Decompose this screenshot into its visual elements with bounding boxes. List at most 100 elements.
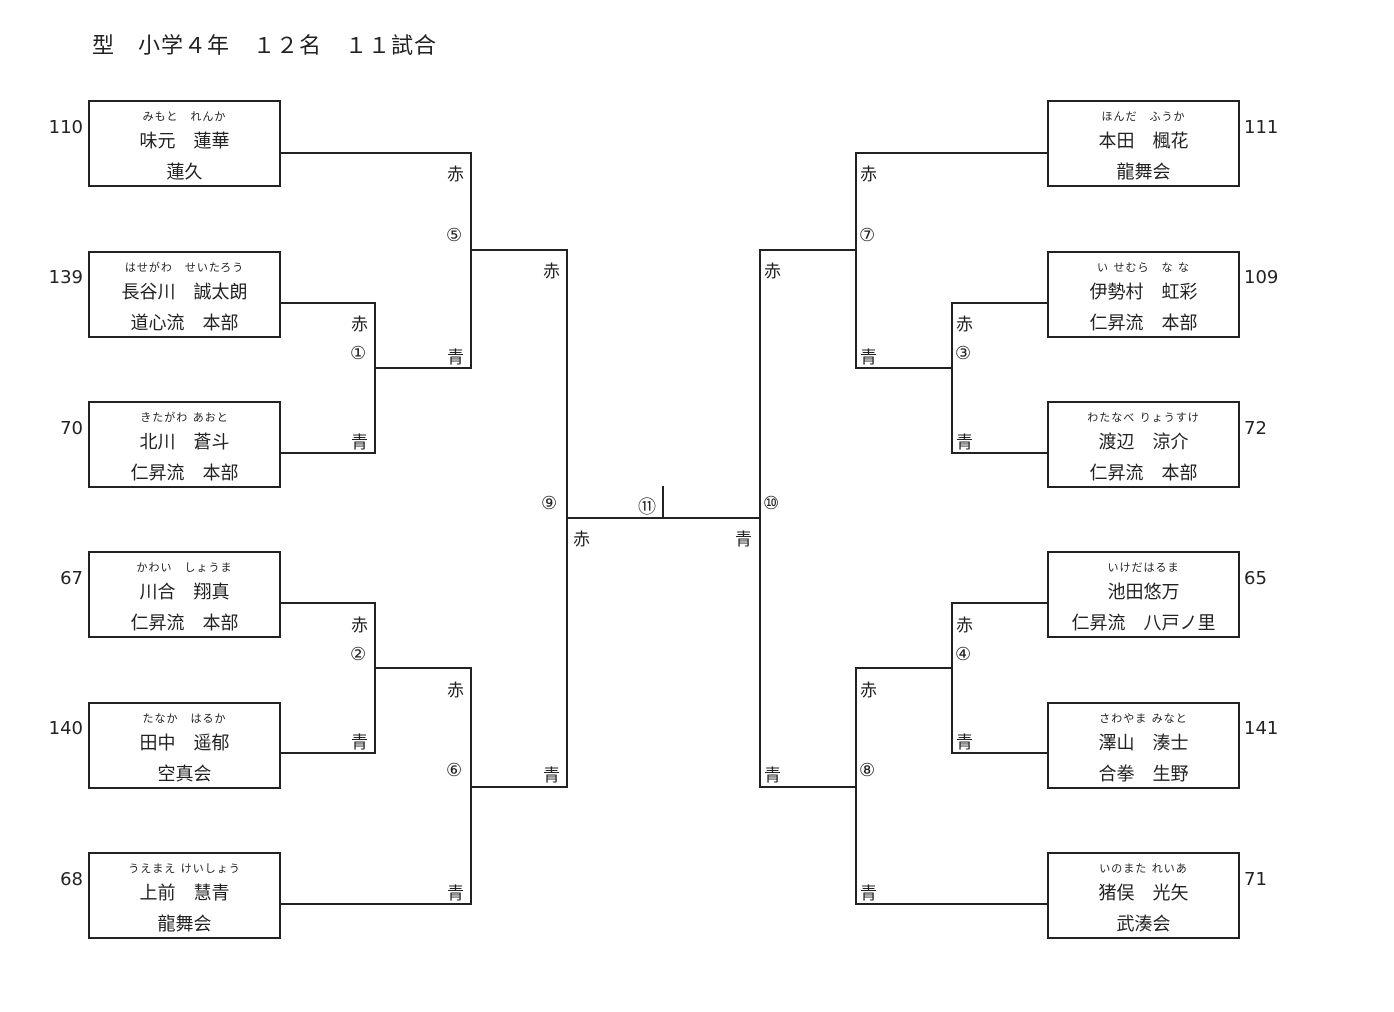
competitor-box-right-3[interactable]: わたなべ りょうすけ 渡辺 涼介 仁昇流 本部 [1047,401,1240,488]
club-name: 仁昇流 本部 [1089,463,1198,484]
blue-label: 青 [351,433,368,453]
red-label: 赤 [956,616,973,636]
red-label: 赤 [447,165,464,185]
match-number-2: ② [350,644,367,665]
furigana: ほんだ ふうか [1101,110,1186,123]
blue-label: 青 [956,733,973,753]
club-name: 道心流 本部 [130,313,239,334]
red-label: 赤 [447,681,464,701]
red-label: 赤 [860,681,877,701]
bracket-line [951,302,1047,304]
bracket-line [855,152,857,369]
competitor-name: 本田 楓花 [1098,131,1189,152]
furigana: い せむら な な [1097,261,1190,274]
furigana: みもと れんか [142,110,227,123]
bracket-line [470,786,568,788]
bracket-line [951,752,1047,754]
club-name: 仁昇流 本部 [130,463,239,484]
bracket-line [470,249,568,251]
blue-label: 青 [764,766,781,786]
furigana: はせがわ せいたろう [124,261,245,274]
bracket-line [280,602,376,604]
club-name: 龍舞会 [1116,162,1171,183]
bracket-line [280,903,472,905]
bracket-line [280,452,376,454]
red-label: 赤 [351,315,368,335]
club-name: 仁昇流 本部 [1089,313,1198,334]
blue-label: 青 [860,884,877,904]
match-number-9: ⑨ [541,493,558,514]
seed-number: 70 [60,418,83,439]
competitor-box-left-2[interactable]: はせがわ せいたろう 長谷川 誠太朗 道心流 本部 [88,251,281,338]
competitor-name: 味元 蓮華 [139,131,230,152]
bracket-line [280,302,376,304]
match-number-10: ⑩ [763,493,780,514]
bracket-line [951,452,1047,454]
bracket-line [951,302,953,454]
bracket-line [374,302,376,454]
blue-label: 青 [956,433,973,453]
competitor-name: 川合 翔真 [139,582,230,603]
seed-number: 110 [48,117,83,138]
competitor-name: 猪俣 光矢 [1098,883,1189,904]
competitor-box-right-4[interactable]: いけだはるま 池田悠万 仁昇流 八戸ノ里 [1047,551,1240,638]
match-number-5: ⑤ [446,225,463,246]
competitor-box-left-1[interactable]: みもと れんか 味元 蓮華 蓮久 [88,100,281,187]
club-name: 合拳 生野 [1098,764,1189,785]
final-line [566,517,761,519]
competitor-box-right-2[interactable]: い せむら な な 伊勢村 虹彩 仁昇流 本部 [1047,251,1240,338]
bracket-line [951,602,1047,604]
furigana: かわい しょうま [136,561,233,574]
club-name: 武湊会 [1116,914,1171,935]
furigana: たなか はるか [142,712,227,725]
bracket-line [759,786,857,788]
competitor-box-right-6[interactable]: いのまた れいあ 猪俣 光矢 武湊会 [1047,852,1240,939]
bracket-line [470,152,472,369]
competitor-box-right-1[interactable]: ほんだ ふうか 本田 楓花 龍舞会 [1047,100,1240,187]
furigana: いけだはるま [1107,561,1180,574]
seed-number: 140 [48,718,83,739]
blue-label: 青 [351,733,368,753]
seed-number: 67 [60,568,83,589]
bracket-line [855,667,953,669]
seed-number: 72 [1244,418,1267,439]
red-label: 赤 [956,315,973,335]
furigana: きたがわ あおと [140,411,229,424]
competitor-box-left-3[interactable]: きたがわ あおと 北川 蒼斗 仁昇流 本部 [88,401,281,488]
seed-number: 71 [1244,869,1267,890]
red-label: 赤 [860,165,877,185]
competitor-name: 澤山 湊士 [1098,733,1189,754]
competitor-box-left-5[interactable]: たなか はるか 田中 遥郁 空真会 [88,702,281,789]
blue-label: 青 [860,348,877,368]
bracket-line [280,152,472,154]
bracket-line [759,249,857,251]
seed-number: 65 [1244,568,1267,589]
bracket-line [759,249,761,788]
final-tick [662,486,664,518]
competitor-name: 池田悠万 [1107,582,1180,603]
competitor-box-right-5[interactable]: さわやま みなと 澤山 湊士 合拳 生野 [1047,702,1240,789]
match-number-4: ④ [955,644,972,665]
blue-label: 青 [447,348,464,368]
seed-number: 141 [1244,718,1279,739]
red-label: 赤 [573,530,590,550]
bracket-line [374,367,472,369]
match-number-6: ⑥ [446,760,463,781]
match-number-7: ⑦ [859,225,876,246]
match-number-1: ① [350,343,367,364]
competitor-box-left-4[interactable]: かわい しょうま 川合 翔真 仁昇流 本部 [88,551,281,638]
blue-label: 青 [543,766,560,786]
bracket-line [951,602,953,754]
red-label: 赤 [543,262,560,282]
red-label: 赤 [764,262,781,282]
seed-number: 139 [48,267,83,288]
red-label: 赤 [351,616,368,636]
competitor-name: 北川 蒼斗 [139,432,230,453]
competitor-name: 田中 遥郁 [139,733,230,754]
page-title: 型 小学４年 １２名 １１試合 [92,34,438,59]
furigana: うえまえ けいしょう [128,862,241,875]
furigana: わたなべ りょうすけ [1087,411,1200,424]
blue-label: 青 [735,530,752,550]
club-name: 仁昇流 本部 [130,613,239,634]
competitor-box-left-6[interactable]: うえまえ けいしょう 上前 慧青 龍舞会 [88,852,281,939]
